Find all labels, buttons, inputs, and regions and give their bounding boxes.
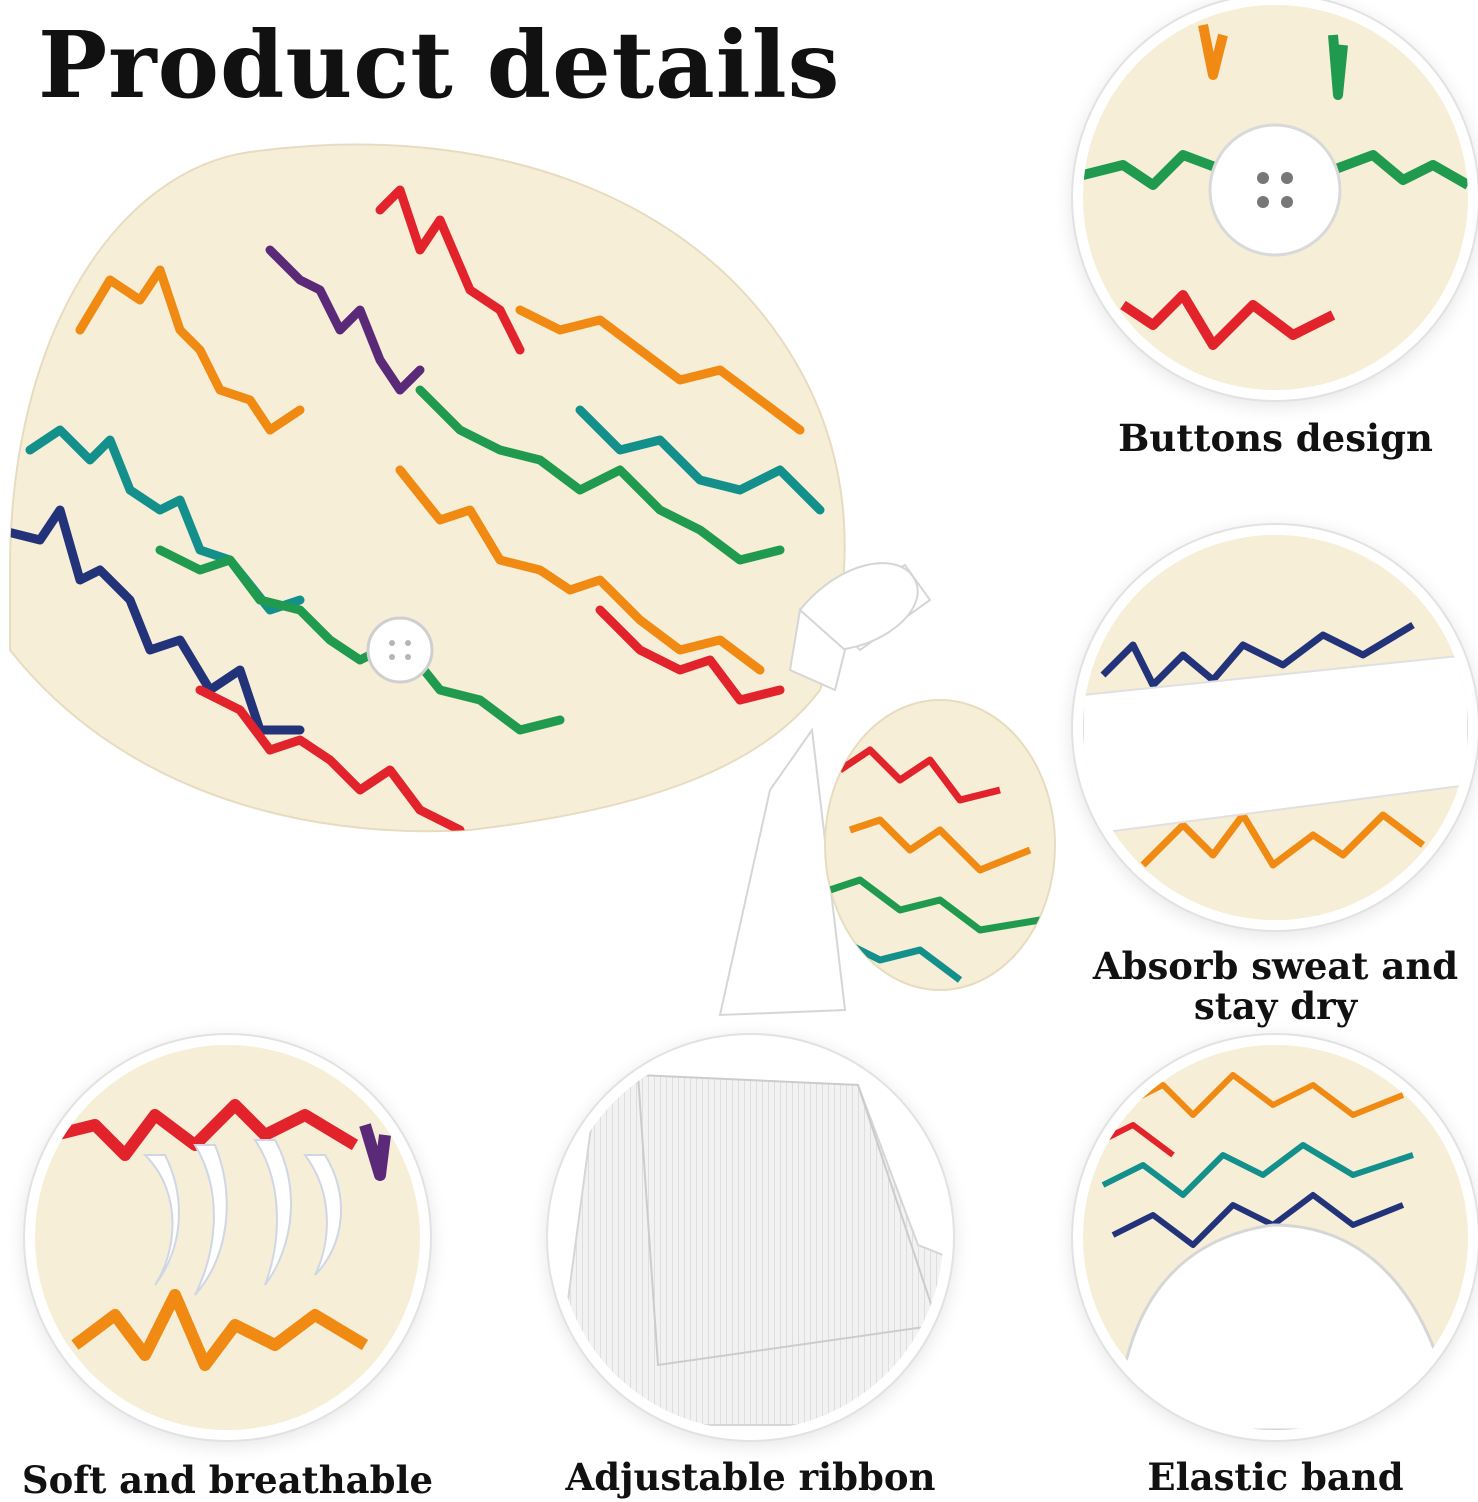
elastic-band-image: [1083, 1045, 1468, 1430]
absorb-sweat-image: [1083, 535, 1468, 920]
page-title: Product details: [38, 11, 841, 119]
feature-caption: Adjustable ribbon: [565, 1455, 936, 1499]
adjustable-ribbon-image: [558, 1045, 943, 1430]
feature-caption: Soft and breathable: [21, 1458, 434, 1502]
soft-breathable-image: [35, 1045, 420, 1430]
feature-caption: Elastic band: [1147, 1455, 1404, 1499]
cap-product-image: [0, 130, 1080, 1030]
feature-caption: Absorb sweat and stay dry: [1092, 944, 1459, 1028]
buttons-design-image: [1083, 5, 1468, 390]
feature-caption: Buttons design: [1118, 416, 1433, 460]
